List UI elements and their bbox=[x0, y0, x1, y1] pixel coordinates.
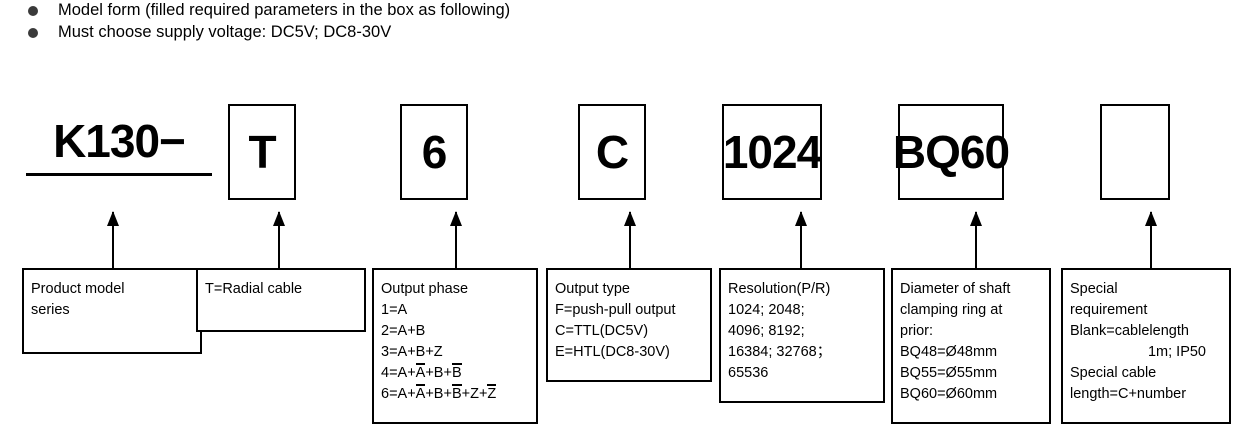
desc-line: Diameter of shaft bbox=[900, 281, 1011, 297]
code-output-type[interactable]: C bbox=[578, 104, 646, 200]
code-value: T bbox=[248, 126, 276, 178]
desc-text: 4=A+ bbox=[381, 365, 416, 381]
desc-line: requirement bbox=[1070, 302, 1148, 318]
callout-arrow bbox=[450, 211, 462, 268]
code-value: K130− bbox=[53, 115, 186, 167]
desc-text: +B+ bbox=[425, 365, 452, 381]
overline-signal: Z bbox=[487, 384, 496, 405]
code-value: 1024 bbox=[722, 126, 822, 178]
desc-line: prior: bbox=[900, 323, 934, 339]
desc-line: 1m; IP50 bbox=[1147, 344, 1206, 360]
overline-signal: B bbox=[451, 363, 462, 384]
callout-arrow bbox=[273, 211, 285, 268]
overline-signal: A bbox=[415, 384, 425, 405]
overline-signal: A bbox=[415, 363, 425, 384]
desc-line: F=push-pull output bbox=[555, 302, 676, 318]
desc-line: clamping ring at bbox=[900, 302, 1003, 318]
code-resolution[interactable]: 1024 bbox=[722, 104, 822, 200]
note-item: Model form (filled required parameters i… bbox=[28, 0, 1208, 22]
desc-line: length=C+number bbox=[1070, 386, 1187, 402]
desc-line: series bbox=[31, 302, 70, 318]
note-item: Must choose supply voltage: DC5V; DC8-30… bbox=[28, 22, 1208, 44]
code-value: C bbox=[595, 126, 629, 178]
desc-resolution: Resolution(P/R) 1024; 2048; 4096; 8192; 163… bbox=[719, 268, 885, 403]
callout-arrow bbox=[107, 211, 119, 268]
code-value: BQ60 bbox=[892, 126, 1010, 178]
code-value: 6 bbox=[421, 126, 448, 178]
desc-line: 4=A+A+B+B bbox=[381, 363, 529, 384]
desc-line: Blank=cablelength bbox=[1070, 323, 1189, 339]
desc-line: BQ48=Ø48mm bbox=[900, 344, 998, 360]
desc-line: Resolution(P/R) bbox=[728, 281, 831, 297]
desc-line: Special bbox=[1070, 281, 1118, 297]
desc-shaft-diameter: Diameter of shaft clamping ring at prior: B… bbox=[891, 268, 1051, 424]
code-underline bbox=[26, 173, 212, 176]
desc-line: 3=A+B+Z bbox=[381, 344, 443, 360]
overline-signal: B bbox=[451, 384, 462, 405]
desc-line: 4096; 8192; bbox=[728, 323, 805, 339]
code-shaft-diameter[interactable]: BQ60 bbox=[893, 104, 1010, 200]
callout-arrow bbox=[970, 211, 982, 268]
note-text: Model form (filled required parameters i… bbox=[58, 1, 511, 19]
callout-arrow bbox=[624, 211, 636, 268]
desc-line: 65536 bbox=[728, 365, 769, 381]
desc-line: Output type bbox=[555, 281, 630, 297]
bullet-icon bbox=[28, 6, 38, 16]
code-output-phase[interactable]: 6 bbox=[400, 104, 468, 200]
desc-line: Product model bbox=[31, 281, 125, 297]
desc-line: 2=A+B bbox=[381, 323, 426, 339]
desc-text: 6=A+ bbox=[381, 386, 416, 402]
desc-line: Special cable bbox=[1070, 365, 1157, 381]
desc-line: 1024; 2048; bbox=[728, 302, 805, 318]
note-text: Must choose supply voltage: DC5V; DC8-30… bbox=[58, 23, 392, 41]
desc-product-model-series: Product model series bbox=[22, 268, 202, 354]
desc-line: 1=A bbox=[381, 302, 408, 318]
code-special-requirement[interactable] bbox=[1100, 104, 1170, 200]
desc-text: +Z+ bbox=[461, 386, 488, 402]
callout-arrow bbox=[1145, 211, 1157, 268]
desc-line: C=TTL(DC5V) bbox=[555, 323, 649, 339]
code-series[interactable]: K130− bbox=[26, 104, 212, 200]
desc-line: T=Radial cable bbox=[205, 281, 303, 297]
code-cable-type[interactable]: T bbox=[228, 104, 296, 200]
desc-line: Output phase bbox=[381, 281, 469, 297]
callout-arrow bbox=[795, 211, 807, 268]
desc-line: E=HTL(DC8-30V) bbox=[555, 344, 670, 360]
desc-text: +B+ bbox=[425, 386, 452, 402]
desc-line: BQ60=Ø60mm bbox=[900, 386, 998, 402]
desc-line: 6=A+A+B+B+Z+Z bbox=[381, 384, 529, 405]
desc-cable-type: T=Radial cable bbox=[196, 268, 366, 332]
desc-line: 16384; 32768； bbox=[728, 344, 832, 360]
header-notes: Model form (filled required parameters i… bbox=[28, 0, 1208, 44]
bullet-icon bbox=[28, 28, 38, 38]
desc-line: BQ55=Ø55mm bbox=[900, 365, 998, 381]
code-row: K130− T 6 C 1024 BQ60 bbox=[0, 104, 1236, 212]
